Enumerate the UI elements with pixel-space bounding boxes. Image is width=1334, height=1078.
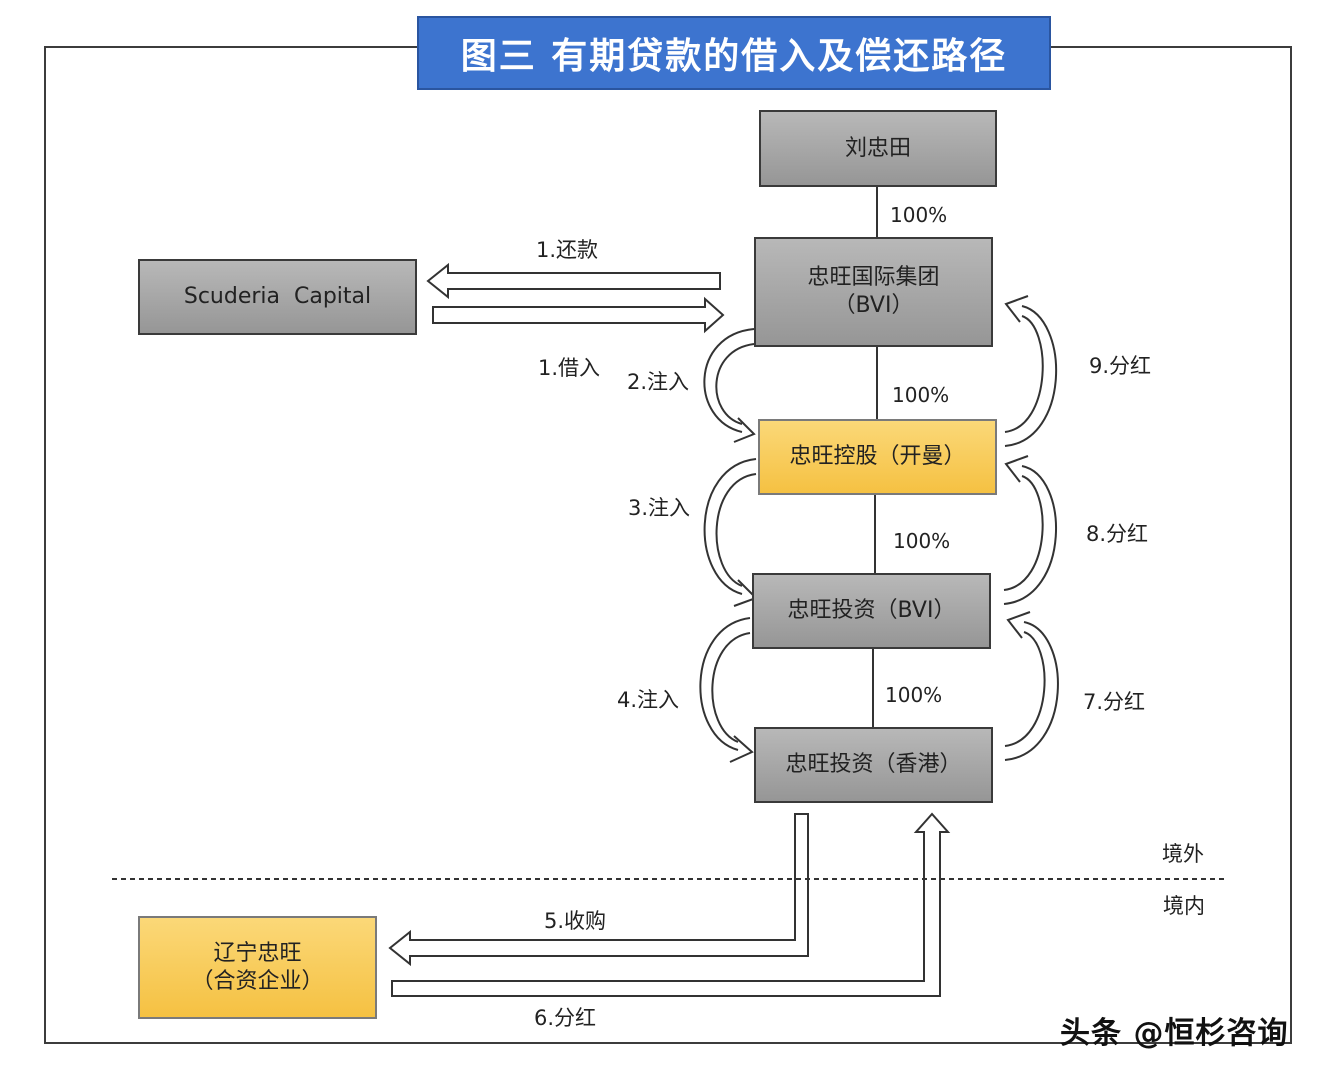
title-banner: 图三 有期贷款的借入及偿还路径 (417, 16, 1051, 90)
acquire-arrow (388, 813, 809, 967)
offshore-label: 境外 (1162, 842, 1204, 866)
ownership-pct-bvi-hk: 100% (885, 683, 943, 707)
flow-label-borrow: 1.借入 (538, 356, 601, 380)
ownership-pct-cayman-bvi: 100% (893, 529, 951, 553)
liu-zhongtian-label: 刘忠田 (844, 135, 911, 161)
flow-label-dividend-9: 9.分红 (1089, 354, 1152, 378)
ownership-pct-liu-group: 100% (890, 203, 948, 227)
scuderia-capital-box: Scuderia Capital (138, 259, 417, 335)
borrow-arrow (432, 296, 725, 334)
zhongwang-cayman-box: 忠旺控股（开曼） (758, 419, 997, 495)
liaoning-zhongwang-box: 辽宁忠旺 （合资企业） (138, 916, 377, 1019)
flow-label-inject-4: 4.注入 (617, 688, 680, 712)
liu-zhongtian-box: 刘忠田 (759, 110, 997, 187)
diagram-title: 图三 有期贷款的借入及偿还路径 (460, 36, 1008, 77)
dividend-8-arrow (1003, 455, 1057, 605)
zhongwang-bvi-investment-box: 忠旺投资（BVI） (752, 573, 991, 649)
zhongwang-hk-investment-box: 忠旺投资（香港） (754, 727, 993, 803)
dividend-9-arrow (1004, 295, 1058, 447)
dividend-6-arrow (391, 812, 951, 997)
inject-2-arrow (703, 328, 756, 443)
zhongwang-hk-investment-label: 忠旺投资（香港） (785, 752, 962, 777)
inject-3-arrow (703, 458, 758, 607)
scuderia-capital-label: Scuderia Capital (183, 284, 372, 309)
onshore-label: 境内 (1163, 894, 1205, 918)
repay-arrow (426, 262, 721, 300)
flow-label-repay: 1.还款 (536, 238, 599, 262)
flow-label-acquire-5: 5.收购 (544, 909, 607, 933)
watermark: 头条 @恒杉咨询 (1060, 1016, 1289, 1051)
inject-4-arrow (699, 617, 754, 763)
liaoning-zhongwang-sublabel: （合资企业） (191, 968, 324, 994)
zhongwang-group-sublabel: （BVI） (833, 293, 914, 318)
zhongwang-cayman-label: 忠旺控股（开曼） (789, 444, 966, 469)
zhongwang-group-box: 忠旺国际集团 （BVI） (754, 237, 993, 347)
flow-label-dividend-8: 8.分红 (1086, 522, 1149, 546)
liaoning-zhongwang-label: 辽宁忠旺 (213, 940, 302, 966)
ownership-pct-group-cayman: 100% (892, 383, 950, 407)
zhongwang-group-label: 忠旺国际集团 (807, 265, 940, 290)
flow-label-dividend-6: 6.分红 (534, 1006, 597, 1030)
dividend-7-arrow (1004, 611, 1059, 761)
flow-label-dividend-7: 7.分红 (1083, 690, 1146, 714)
flow-label-inject-3: 3.注入 (628, 496, 691, 520)
flow-label-inject-2: 2.注入 (627, 370, 690, 394)
zhongwang-bvi-investment-label: 忠旺投资（BVI） (787, 598, 956, 623)
